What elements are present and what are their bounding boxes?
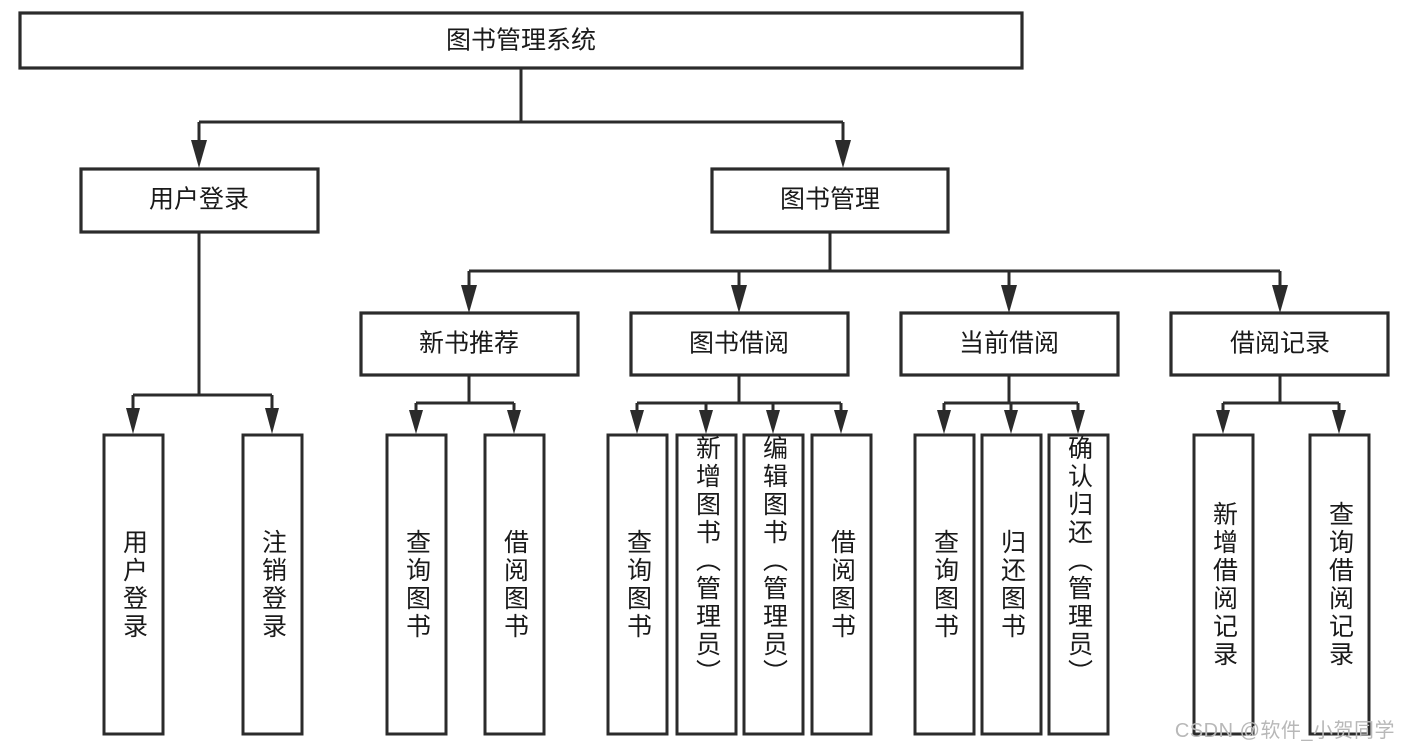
leaf-box-query-book-1[interactable] (385, 433, 448, 736)
watermark-text: CSDN @软件_小贺同学 (1174, 720, 1395, 742)
arrow-leaf-query-book-1 (409, 410, 423, 434)
arrow-leaf-edit-book (766, 410, 780, 434)
leaf-box-borrow-book-2[interactable] (810, 433, 873, 736)
arrow-leaf-add-book (699, 410, 713, 434)
leaf-box-add-record[interactable] (1192, 433, 1255, 736)
node-borrow-record-box[interactable] (1169, 311, 1390, 377)
node-book-borrow-box[interactable] (629, 311, 850, 377)
node-user-login[interactable]: 用户登录 (79, 167, 320, 234)
node-new-book-recommend-box[interactable] (359, 311, 580, 377)
arrow-leaf-query-book-2 (630, 410, 644, 434)
arrow-borrow-record (1272, 285, 1288, 313)
connector-layer (126, 68, 1346, 434)
leaf-box-confirm-return[interactable] (1047, 433, 1110, 736)
arrow-leaf-confirm-return (1071, 410, 1085, 434)
arrow-leaf-add-record (1216, 410, 1230, 434)
arrow-current-borrow (1001, 285, 1017, 313)
leaf-box-borrow-book-1[interactable] (483, 433, 546, 736)
node-current-borrow-label: 当前借阅 (959, 330, 1059, 358)
arrow-leaf-borrow-book-2 (834, 410, 848, 434)
arrow-leaf-query-book-3 (937, 410, 951, 434)
node-user-login-label: 用户登录 (149, 186, 249, 214)
leaf-box-return-book[interactable] (980, 433, 1043, 736)
node-borrow-record[interactable]: 借阅记录 (1169, 311, 1390, 377)
arrow-leaf-query-record (1332, 410, 1346, 434)
leaf-box-add-book[interactable] (675, 433, 738, 736)
leaf-box-edit-book[interactable] (742, 433, 805, 736)
arrow-book-management (835, 140, 851, 168)
arrow-book-borrow (731, 285, 747, 313)
leaf-box-user-login[interactable] (102, 433, 165, 736)
node-book-management-system[interactable]: 图书管理系统 (18, 11, 1024, 70)
leaf-box-layer (102, 433, 1371, 736)
leaf-box-query-record[interactable] (1308, 433, 1371, 736)
leaf-box-query-book-2[interactable] (606, 433, 669, 736)
arrow-leaf-logout-login (265, 408, 279, 434)
node-root-box[interactable] (18, 11, 1024, 70)
arrow-leaf-user-login (126, 408, 140, 434)
arrow-new-book-recommend (461, 285, 477, 313)
leaf-box-query-book-3[interactable] (913, 433, 976, 736)
node-new-book-recommend-label: 新书推荐 (419, 330, 519, 358)
node-new-book-recommend[interactable]: 新书推荐 (359, 311, 580, 377)
node-book-management-label: 图书管理 (780, 186, 880, 214)
node-book-management[interactable]: 图书管理 (710, 167, 950, 234)
node-borrow-record-label: 借阅记录 (1230, 330, 1330, 358)
node-user-login-box[interactable] (79, 167, 320, 234)
node-current-borrow-box[interactable] (899, 311, 1120, 377)
node-book-borrow[interactable]: 图书借阅 (629, 311, 850, 377)
node-book-borrow-label: 图书借阅 (689, 330, 789, 358)
node-root-label: 图书管理系统 (446, 27, 596, 55)
arrow-leaf-return-book (1004, 410, 1018, 434)
arrow-leaf-borrow-book-1 (507, 410, 521, 434)
arrow-user-login (191, 140, 207, 168)
node-current-borrow[interactable]: 当前借阅 (899, 311, 1120, 377)
node-book-management-box[interactable] (710, 167, 950, 234)
leaf-box-logout-login[interactable] (241, 433, 304, 736)
